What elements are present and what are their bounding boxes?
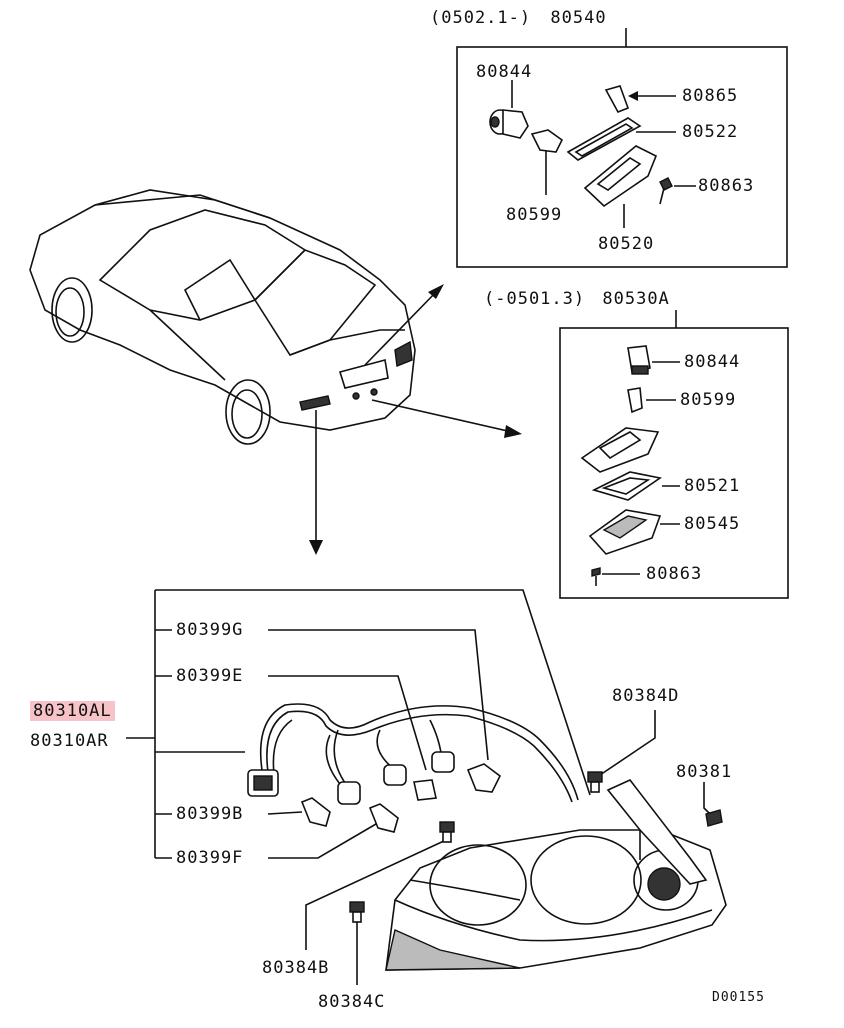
box-mid-header: (-0501.3) 80530A: [484, 289, 670, 309]
label-80521: 80521: [684, 476, 741, 496]
label-80399G: 80399G: [176, 620, 244, 640]
label-80381: 80381: [676, 762, 733, 782]
label-80310AL: 80310AL: [30, 701, 115, 721]
bulb-80399F: [368, 803, 399, 833]
label-80522: 80522: [682, 122, 739, 142]
housing-part-80545: [588, 509, 680, 555]
label-80384D: 80384D: [612, 686, 680, 706]
clip-part-80865: [604, 85, 676, 114]
diagram-code: D00155: [712, 990, 765, 1005]
label-80865: 80865: [682, 86, 739, 106]
label-80399F: 80399F: [176, 848, 244, 868]
box-mid-frame: [559, 310, 789, 599]
label-80844-top: 80844: [476, 62, 533, 82]
gasket-part-80522: [566, 117, 676, 161]
box-top-date: (0502.1-): [430, 8, 532, 28]
screw-part-top: [659, 177, 696, 205]
socket-part-mid: [627, 345, 680, 375]
clip-80384C: [349, 901, 365, 923]
bulb-part-mid: [627, 387, 676, 414]
clip-80384D: [587, 771, 603, 793]
label-80520: 80520: [598, 234, 655, 254]
label-80399E: 80399E: [176, 666, 244, 686]
box-top-part-number: 80540: [550, 8, 607, 28]
gasket-part-80521: [591, 471, 680, 501]
label-80384C: 80384C: [318, 992, 386, 1012]
housing-part-80520: [583, 145, 658, 228]
wire-harness: [247, 703, 579, 805]
callout-arrows: [309, 284, 522, 555]
label-80310AL-text: 80310AL: [30, 701, 115, 721]
label-80863-mid: 80863: [646, 564, 703, 584]
label-80599-mid: 80599: [680, 390, 737, 410]
bulb-80399E: [413, 779, 437, 801]
box-mid-date: (-0501.3): [484, 289, 586, 309]
label-80599-top: 80599: [506, 205, 563, 225]
bulb-part-top: [530, 129, 564, 195]
box-top-frame: [456, 28, 788, 268]
car-illustration: [29, 189, 416, 445]
label-80310AR: 80310AR: [30, 731, 109, 751]
socket-part-top: [489, 109, 529, 139]
box-mid-part-number: 80530A: [602, 289, 670, 309]
lens-part-mid: [580, 427, 660, 473]
screw-part-mid: [591, 567, 640, 586]
clip-80384B: [439, 821, 455, 843]
label-80863-top: 80863: [698, 176, 755, 196]
label-80545: 80545: [684, 514, 741, 534]
bulb-80399G: [466, 763, 502, 793]
label-80384B: 80384B: [262, 958, 330, 978]
label-80844-mid: 80844: [684, 352, 741, 372]
label-80399B: 80399B: [176, 804, 244, 824]
box-top-header: (0502.1-) 80540: [430, 8, 607, 28]
tail-lamp-housing: [385, 779, 727, 971]
bulb-80399B: [300, 797, 331, 827]
screw-80381: [705, 809, 723, 827]
